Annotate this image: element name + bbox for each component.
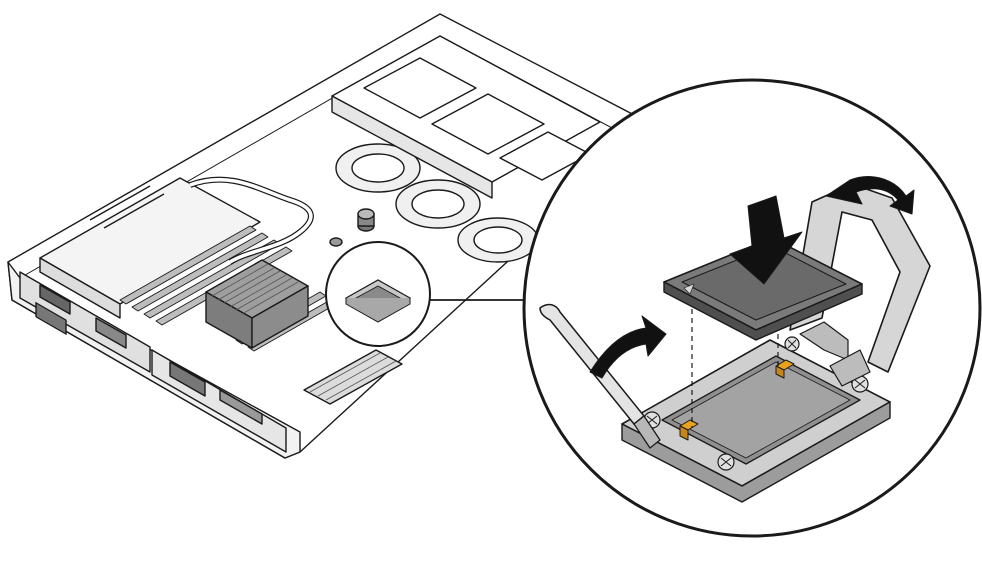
alignment-keys [679,359,795,441]
rear-io-panel [19,271,287,453]
capacitors [329,208,375,247]
alignment-guides [691,300,779,428]
socket-lever [539,303,661,449]
down-arrow-icon [729,195,803,285]
curved-arrow-icon [589,315,667,379]
rotate-arrow-icon [825,176,915,215]
socket-screws [643,336,869,471]
server-chassis [7,13,641,459]
heatsink [205,259,309,349]
fan-modules [335,143,539,263]
drive-bays [331,35,601,199]
cpu-socket-detail [539,176,931,503]
